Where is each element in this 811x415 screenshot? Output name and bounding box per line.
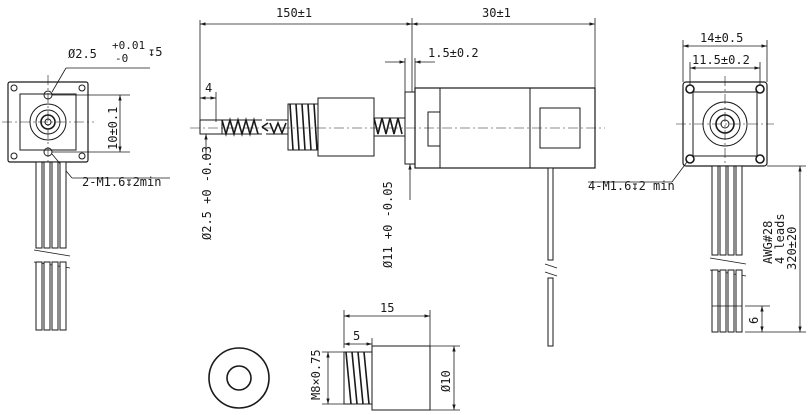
shaft-end-label: 4 <box>205 81 212 95</box>
nut-thread-label: M8×0.75 <box>309 349 323 400</box>
nut-side-view <box>322 310 460 411</box>
nut-end-view <box>208 347 270 409</box>
left-end-view <box>2 67 170 331</box>
square-inner-label: 11.5±0.2 <box>692 53 750 67</box>
shaft-dia-tol-lower: -0 <box>115 52 128 65</box>
lead-wires-right <box>709 165 747 333</box>
mounting-hole-icon <box>755 154 765 164</box>
lead-wires-left <box>33 161 71 331</box>
nut-dia-label: Ø10 <box>439 370 453 392</box>
boss-dia-vertical-label: Ø11 +0 -0.05 <box>381 181 395 268</box>
lead-count-label: 4 leads <box>773 213 787 264</box>
nut-thread-length-label: 5 <box>353 329 360 343</box>
right-end-view <box>588 40 806 333</box>
lead-screw <box>221 97 405 157</box>
shaft-dia-tol-upper: +0.01 <box>112 39 145 52</box>
right-holes-label: 4-M1.6↧2 min <box>588 179 675 193</box>
main-side-view <box>190 18 605 347</box>
hole-spacing-left-label: 10±0.1 <box>106 107 120 150</box>
mounting-hole-icon <box>685 154 695 164</box>
shaft-dia-vertical-label: Ø2.5 +0 -0.03 <box>200 146 214 240</box>
lead-gauge-label: AWG#28 <box>761 221 775 264</box>
lead-wire-main <box>544 167 558 347</box>
lead-length-label: 320±20 <box>785 227 799 270</box>
strip-length-label: 6 <box>747 317 761 324</box>
nut-length-label: 15 <box>380 301 394 315</box>
flange-thickness-label: 1.5±0.2 <box>428 46 479 60</box>
shaft-dia-main-label: Ø2.5 <box>68 47 97 61</box>
left-holes-label: 2-M1.6↧2min <box>82 175 161 189</box>
shaft-dia-depth: ↧5 <box>148 45 162 59</box>
motor-length-label: 30±1 <box>482 6 511 20</box>
shaft-length-label: 150±1 <box>276 6 312 20</box>
square-outer-label: 14±0.5 <box>700 31 743 45</box>
